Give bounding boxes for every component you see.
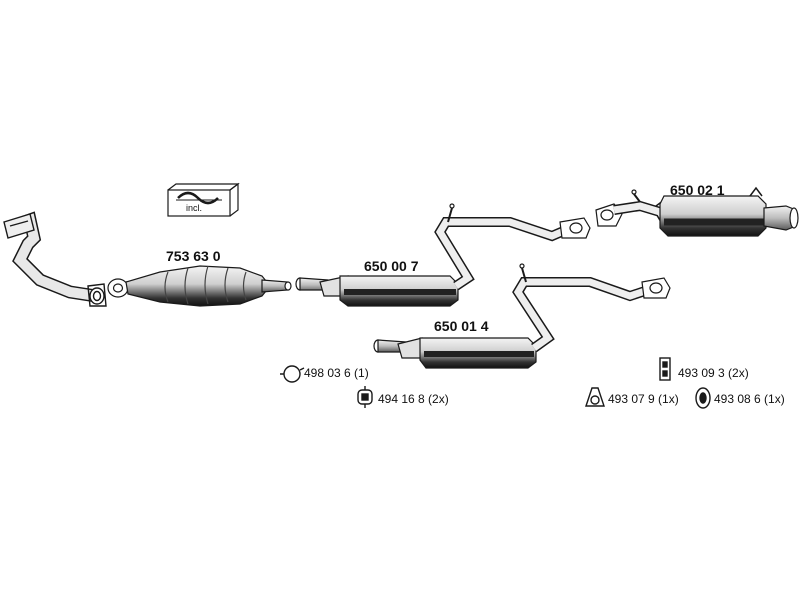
accessory-label-rubber-ring: 493 08 6 (1x) xyxy=(714,392,785,406)
front-silencer-lower-shape xyxy=(373,263,671,369)
part-label-rear-silencer: 650 02 1 xyxy=(670,182,725,198)
rubber-mount-icon xyxy=(357,386,373,408)
accessory-label-clamp: 498 03 6 (1) xyxy=(304,366,369,380)
gasket-icon xyxy=(585,387,605,407)
part-label-front-silencer-upper: 650 00 7 xyxy=(364,258,419,274)
included-kit-icon xyxy=(167,182,240,217)
rubber-ring-icon xyxy=(695,387,711,409)
hanger-bracket-icon xyxy=(659,357,671,381)
front-silencer-upper-shape xyxy=(295,203,591,307)
included-label: incl. xyxy=(186,203,203,213)
catalytic-converter-shape xyxy=(107,265,292,307)
accessory-label-hanger: 493 09 3 (2x) xyxy=(678,366,749,380)
accessory-label-gasket: 493 07 9 (1x) xyxy=(608,392,679,406)
part-label-front-silencer-lower: 650 01 4 xyxy=(434,318,489,334)
accessory-label-rubber-mount: 494 16 8 (2x) xyxy=(378,392,449,406)
rear-silencer-shape xyxy=(595,186,799,237)
front-pipe xyxy=(3,211,107,307)
part-label-catalytic-converter: 753 63 0 xyxy=(166,248,221,264)
clamp-ring-icon xyxy=(280,365,305,383)
